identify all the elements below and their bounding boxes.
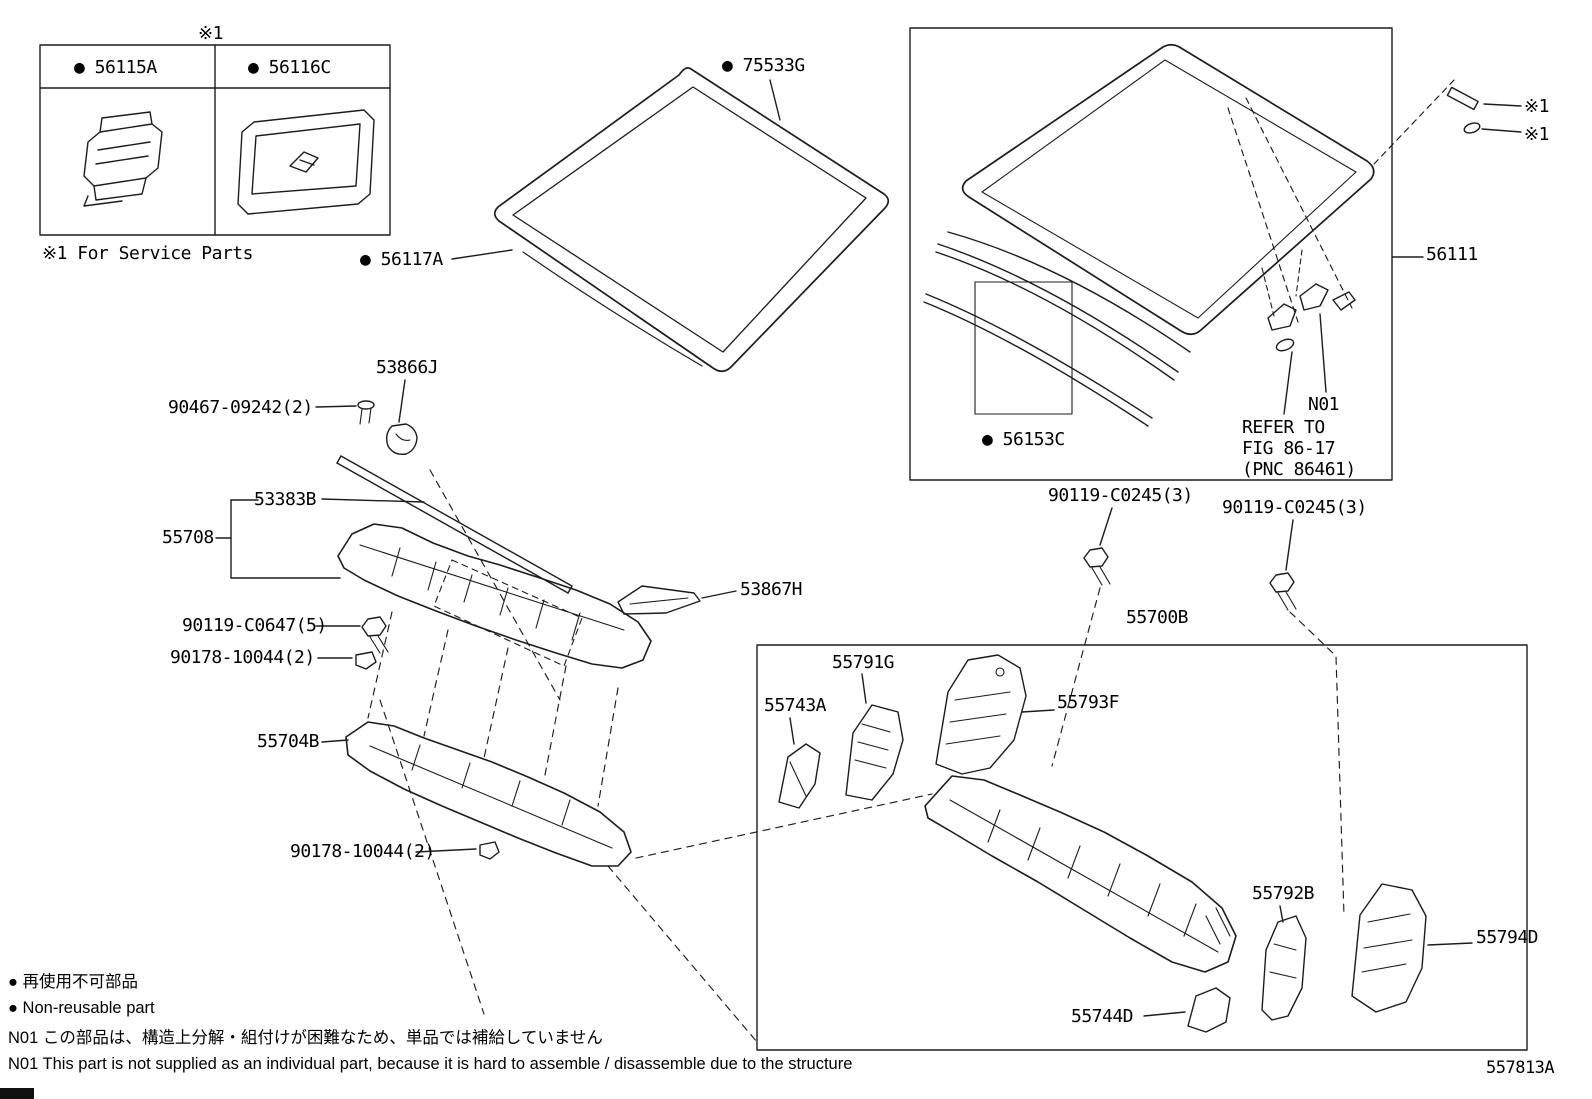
label-90119-C0245-left: 90119-C0245(3) <box>1048 485 1193 506</box>
refer-line-2: FIG 86-17 <box>1242 438 1336 459</box>
label-90119-C0245-right: 90119-C0245(3) <box>1222 497 1367 518</box>
leader-75533G <box>769 79 781 121</box>
label-53866J: 53866J <box>376 357 439 378</box>
service-parts-box-frame <box>39 44 391 236</box>
service-box-ref-mark: ※1 <box>198 23 223 44</box>
label-75533G: ● 75533G <box>722 55 805 76</box>
label-55793F: 55793F <box>1057 692 1120 713</box>
label-56153C: ● 56153C <box>982 429 1065 450</box>
cowl-lower-parts-drawing <box>778 654 1473 1033</box>
leader-55704B <box>321 739 349 743</box>
label-55704B: 55704B <box>257 731 320 752</box>
retainer-56153C-drawing <box>923 231 1191 427</box>
label-53383B: 53383B <box>254 489 317 510</box>
label-55792B: 55792B <box>1252 883 1315 904</box>
label-53867H: 53867H <box>740 579 803 600</box>
label-N01: N01 <box>1308 394 1340 415</box>
leader-53866J <box>398 379 406 423</box>
refer-line-1: REFER TO <box>1242 417 1325 438</box>
glass-56111-drawing <box>961 43 1457 336</box>
leader-55794D <box>1427 942 1473 946</box>
leader-55791G <box>861 673 867 704</box>
clip-56115A-drawing <box>83 111 163 207</box>
label-55744D: 55744D <box>1071 1006 1134 1027</box>
ref-mark-top: ※1 <box>1524 96 1549 117</box>
service-clips-right-drawing <box>1446 86 1522 134</box>
clip-56116C-drawing <box>237 109 375 215</box>
glass-assembly-box-frame <box>909 27 1393 481</box>
label-56115A: ● 56115A <box>74 57 157 78</box>
label-56116C: ● 56116C <box>248 57 331 78</box>
refer-line-3: (PNC 86461) <box>1242 459 1356 480</box>
label-55700B: 55700B <box>1126 607 1189 628</box>
leader-55792B <box>1279 905 1284 923</box>
label-56117A: ● 56117A <box>360 249 443 270</box>
projection-lines <box>367 469 933 1043</box>
label-55794D: 55794D <box>1476 927 1539 948</box>
label-90119-C0647: 90119-C0647(5) <box>182 615 327 636</box>
leader-90178-b <box>415 848 477 853</box>
legend-nonreusable-en: ● Non-reusable part <box>8 999 155 1017</box>
service-box-caption: ※1 For Service Parts <box>42 243 253 264</box>
legend-nonreusable-jp: ● 再使用不可部品 <box>8 973 139 991</box>
leader-53383B <box>321 498 425 503</box>
label-56111: 56111 <box>1426 244 1478 265</box>
leader-56117A <box>451 249 513 260</box>
cowl-top-upper-drawing <box>215 379 933 1043</box>
legend-n01-en: N01 This part is not supplied as an indi… <box>8 1055 853 1073</box>
moulding-75533G-drawing <box>451 67 890 373</box>
leader-53867H <box>701 590 737 599</box>
label-55791G: 55791G <box>832 652 895 673</box>
leader-55744D <box>1143 1011 1186 1017</box>
leader-55793F <box>1021 709 1055 713</box>
leader-N01 <box>1319 313 1327 393</box>
refer-note: REFER TO FIG 86-17 (PNC 86461) <box>1242 417 1356 480</box>
label-90178-10044-a: 90178-10044(2) <box>170 647 315 668</box>
label-90178-10044-b: 90178-10044(2) <box>290 841 435 862</box>
ref-mark-bottom: ※1 <box>1524 124 1549 145</box>
leader-90467 <box>315 405 357 408</box>
label-55708: 55708 <box>162 527 214 548</box>
hood-clips-drawing <box>1261 249 1356 415</box>
label-90467-09242: 90467-09242(2) <box>168 397 313 418</box>
leader-55743A <box>789 717 795 745</box>
drawing-number: 557813A <box>1486 1058 1555 1078</box>
leader-refer <box>1283 351 1293 415</box>
cowl-lower-box-frame <box>756 644 1528 1051</box>
corner-mark <box>0 1088 34 1099</box>
label-55743A: 55743A <box>764 695 827 716</box>
legend-n01-jp: N01 この部品は、構造上分解・組付けが困難なため、単品では補給していません <box>8 1029 603 1047</box>
bolts-90119-C0245-drawing <box>1051 507 1345 917</box>
